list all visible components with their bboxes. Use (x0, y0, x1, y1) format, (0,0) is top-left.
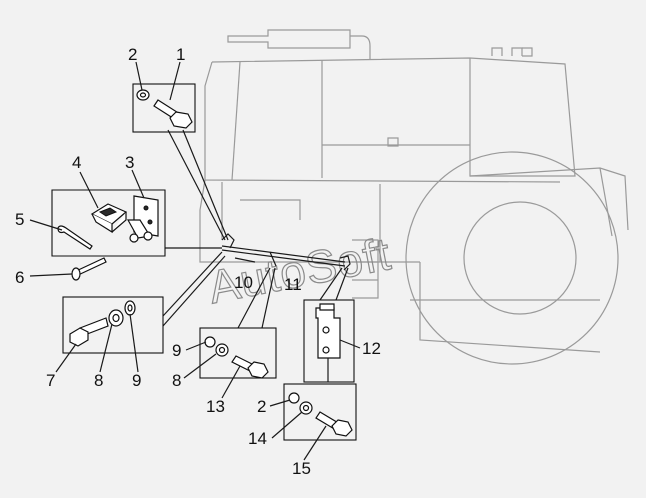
clamp-4 (90, 203, 128, 234)
control-rod (221, 233, 351, 271)
callout-11: 11 (284, 275, 302, 294)
callout-8-b: 8 (172, 371, 181, 390)
tractor-outline (199, 29, 629, 365)
box-bolt-13 (199, 327, 277, 379)
washer-2-b (288, 392, 300, 404)
fork-12 (315, 303, 341, 382)
box-bracket-3 (51, 189, 166, 257)
washer-9-b (204, 336, 216, 348)
cotter-pin-5 (57, 225, 93, 250)
callout-5: 5 (15, 210, 24, 229)
callout-1: 1 (176, 45, 185, 64)
box-fork-12 (303, 299, 355, 383)
callout-15: 15 (292, 459, 311, 478)
callout-9: 9 (132, 371, 141, 390)
bolt-1 (153, 99, 193, 129)
callout-13: 13 (206, 397, 225, 416)
washer-8-b (215, 343, 229, 357)
callout-4: 4 (72, 153, 81, 172)
callout-labels: 1 2 3 4 5 6 7 8 9 10 11 12 9 8 13 2 14 1… (15, 45, 381, 478)
callout-3: 3 (125, 153, 134, 172)
washer-2 (136, 89, 150, 101)
leader-lines (162, 129, 349, 329)
callout-8: 8 (94, 371, 103, 390)
callout-12: 12 (362, 339, 381, 358)
pin-6 (71, 257, 107, 281)
callout-2: 2 (128, 45, 137, 64)
bracket-3 (126, 195, 159, 243)
bolt-15 (315, 411, 353, 437)
callout-leaders (29, 61, 361, 461)
washer-14 (299, 401, 313, 415)
box-bolt-7 (62, 296, 164, 354)
washer-9 (124, 300, 136, 316)
callout-2-b: 2 (257, 397, 266, 416)
washer-8 (108, 309, 124, 327)
box-bolt-1 (132, 83, 196, 133)
box-bolt-15 (283, 383, 357, 441)
callout-9-b: 9 (172, 341, 181, 360)
callout-7: 7 (46, 371, 55, 390)
callout-6: 6 (15, 268, 24, 287)
bolt-7 (69, 317, 109, 347)
callout-14: 14 (248, 429, 267, 448)
bolt-13 (231, 355, 269, 379)
callout-10: 10 (234, 273, 253, 292)
watermark-text: AutoSoft (204, 227, 395, 313)
